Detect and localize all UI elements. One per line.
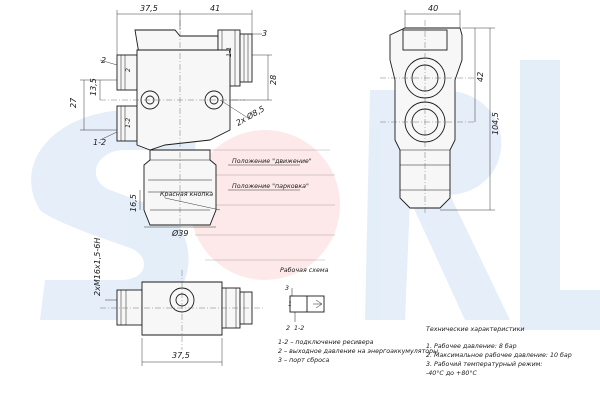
scheme-port-1: 1 bbox=[288, 301, 292, 308]
dim-28: 28 bbox=[269, 75, 278, 85]
spec-item-1: 1. Рабочее давление: 8 бар bbox=[426, 342, 517, 350]
hole-callout: 2x Ø8,5 bbox=[234, 103, 266, 127]
dim-thread: 2xM16x1,5-6H bbox=[93, 238, 102, 296]
watermark-letter-l bbox=[520, 60, 600, 330]
scheme-port-3: 3 bbox=[285, 285, 289, 292]
working-scheme bbox=[289, 288, 325, 322]
port-2-label: 2 bbox=[101, 56, 106, 65]
callout-park-position: Положение "парковка" bbox=[232, 183, 309, 190]
watermark-letter-o bbox=[190, 130, 340, 280]
scheme-port-1-2: 1-2 bbox=[294, 325, 304, 332]
specs-title: Технические характеристики bbox=[426, 326, 524, 333]
side-view bbox=[380, 20, 475, 215]
spec-item-2: 2. Максимальное рабочее давление: 10 бар bbox=[426, 351, 572, 359]
legend-line-2: 2 – выходное давление на энергоаккумулят… bbox=[278, 348, 438, 355]
callout-drive-position: Положение "движение" bbox=[232, 158, 312, 165]
port-3-label: 3 bbox=[262, 29, 267, 38]
bottom-dimensions bbox=[105, 299, 223, 366]
front-dimensions bbox=[80, 10, 300, 228]
spec-item-4: -40°С до +80°С bbox=[426, 369, 477, 377]
watermark bbox=[31, 60, 600, 330]
dim-top-left: 37,5 bbox=[140, 4, 158, 13]
dim-13-5: 13,5 bbox=[89, 78, 98, 96]
scheme-title: Рабочая схема bbox=[280, 266, 329, 274]
bottom-view bbox=[100, 270, 265, 350]
dim-16-5: 16,5 bbox=[129, 194, 138, 212]
port-2-mark: 2 bbox=[125, 68, 132, 72]
port-1-2-label: 1-2 bbox=[93, 138, 106, 147]
callout-red-knob: Красная кнопка bbox=[160, 191, 213, 198]
port-1-1-mark: 1-1 bbox=[226, 47, 233, 57]
watermark-letter-s bbox=[31, 110, 201, 320]
spec-item-3: 3. Рабочий температурный режим: bbox=[426, 360, 543, 368]
dim-top-right: 41 bbox=[210, 4, 220, 13]
dim-diameter-39: Ø39 bbox=[171, 228, 188, 238]
side-dimensions bbox=[404, 10, 495, 211]
dim-40: 40 bbox=[428, 4, 438, 13]
legend-line-3: 3 – порт сброса bbox=[278, 356, 329, 364]
dim-27: 27 bbox=[69, 97, 78, 108]
front-view bbox=[100, 20, 253, 240]
scheme-port-2: 2 bbox=[286, 325, 290, 332]
legend-line-1: 1-2 – подключение ресивера bbox=[278, 339, 374, 346]
dim-104-5: 104,5 bbox=[491, 112, 500, 135]
dim-bottom-37-5: 37,5 bbox=[172, 351, 190, 360]
watermark-rays bbox=[195, 149, 335, 261]
dim-42: 42 bbox=[476, 72, 485, 82]
port-1-2-mark: 1-2 bbox=[125, 118, 132, 128]
